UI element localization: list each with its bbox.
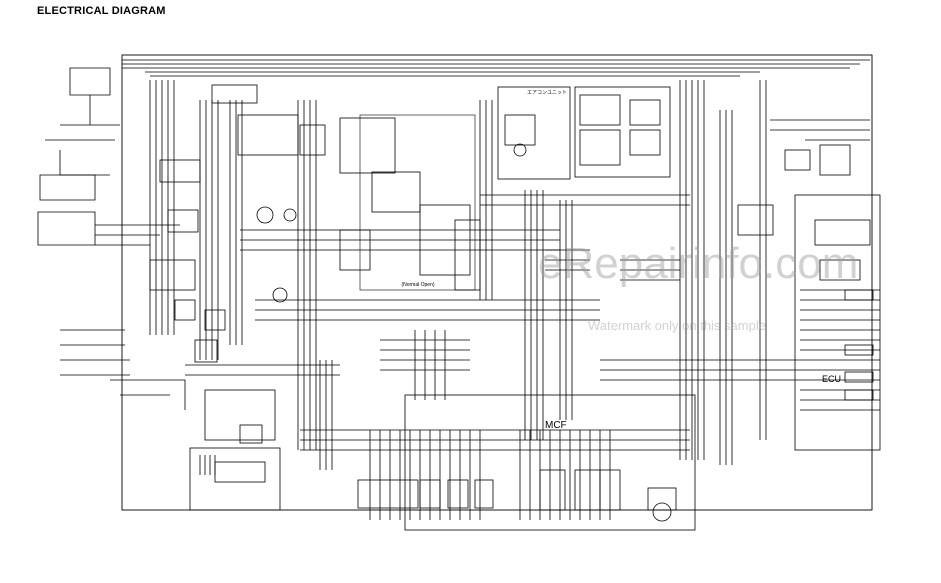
aircon-unit-label: エアコンユニット	[527, 90, 567, 96]
watermark-main: eRepairinfo.com	[538, 239, 858, 288]
ecu-label: ECU	[822, 374, 841, 384]
mcf-label: MCF	[545, 420, 567, 431]
page-title: ELECTRICAL DIAGRAM	[37, 5, 166, 17]
normal-open-label: (Normal Open)	[401, 282, 434, 288]
watermark-sub: Watermark only on this sample	[588, 318, 766, 333]
wiring-lines	[37, 54, 881, 531]
